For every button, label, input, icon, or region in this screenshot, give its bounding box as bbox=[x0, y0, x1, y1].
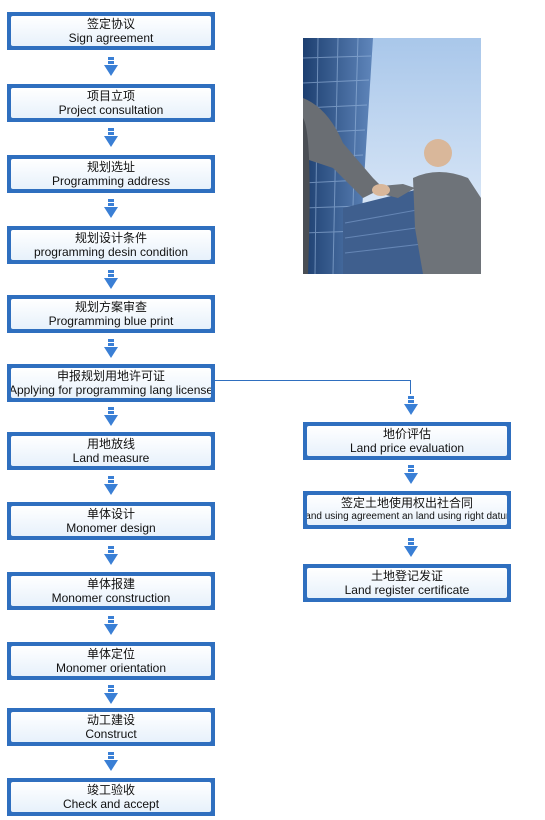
down-arrow-icon bbox=[104, 199, 118, 218]
step-cn-label: 单体设计 bbox=[86, 507, 135, 521]
step-en-label: Monomer design bbox=[66, 521, 156, 535]
step-en-label: Project consultation bbox=[58, 103, 164, 117]
down-arrow-icon bbox=[104, 685, 118, 704]
step-cn-label: 竣工验收 bbox=[86, 783, 135, 797]
step-en-label: Land measure bbox=[72, 451, 150, 465]
down-arrow-icon bbox=[104, 616, 118, 635]
down-arrow-icon bbox=[104, 128, 118, 147]
business-handshake-photo bbox=[303, 38, 481, 274]
step-cn-label: 单体定位 bbox=[86, 647, 135, 661]
step-en-label: Applying for programming lang license bbox=[11, 383, 211, 397]
down-arrow-icon bbox=[404, 396, 418, 415]
down-arrow-icon bbox=[104, 546, 118, 565]
step-en-label: Check and accept bbox=[62, 797, 160, 811]
down-arrow-icon bbox=[104, 476, 118, 495]
down-arrow-icon bbox=[104, 752, 118, 771]
step-cn-label: 项目立项 bbox=[86, 89, 135, 103]
step-en-label: Monomer construction bbox=[51, 591, 171, 605]
step-cn-label: 签定土地使用权出社合同 bbox=[340, 496, 473, 510]
down-arrow-icon bbox=[104, 339, 118, 358]
down-arrow-icon bbox=[104, 407, 118, 426]
step-cn-label: 规划选址 bbox=[86, 160, 135, 174]
step-en-label: Land using agreement an land using right… bbox=[307, 511, 507, 522]
down-arrow-icon bbox=[404, 465, 418, 484]
branch-connector-vertical bbox=[410, 380, 411, 394]
step-cn-label: 动工建设 bbox=[86, 713, 135, 727]
down-arrow-icon bbox=[104, 57, 118, 76]
step-cn-label: 签定协议 bbox=[86, 17, 135, 31]
step-cn-label: 用地放线 bbox=[86, 437, 135, 451]
step-cn-label: 地价评估 bbox=[382, 427, 431, 441]
step-cn-label: 单体报建 bbox=[86, 577, 135, 591]
branch-connector-horizontal bbox=[215, 380, 411, 381]
down-arrow-icon bbox=[404, 538, 418, 557]
step-cn-label: 土地登记发证 bbox=[370, 569, 443, 583]
step-en-label: Monomer orientation bbox=[55, 661, 167, 675]
handshake-illustration-icon bbox=[303, 38, 481, 274]
down-arrow-icon bbox=[104, 270, 118, 289]
step-cn-label: 规划方案审查 bbox=[74, 300, 147, 314]
step-en-label: Land price evaluation bbox=[349, 441, 465, 455]
step-en-label: Programming address bbox=[51, 174, 171, 188]
step-en-label: Sign agreement bbox=[68, 31, 154, 45]
step-cn-label: 申报规划用地许可证 bbox=[56, 369, 165, 383]
step-en-label: Construct bbox=[85, 727, 137, 741]
step-cn-label: 规划设计条件 bbox=[74, 231, 147, 245]
step-en-label: Programming blue print bbox=[48, 314, 174, 328]
step-en-label: programming desin condition bbox=[33, 245, 189, 259]
step-en-label: Land register certificate bbox=[344, 583, 470, 597]
